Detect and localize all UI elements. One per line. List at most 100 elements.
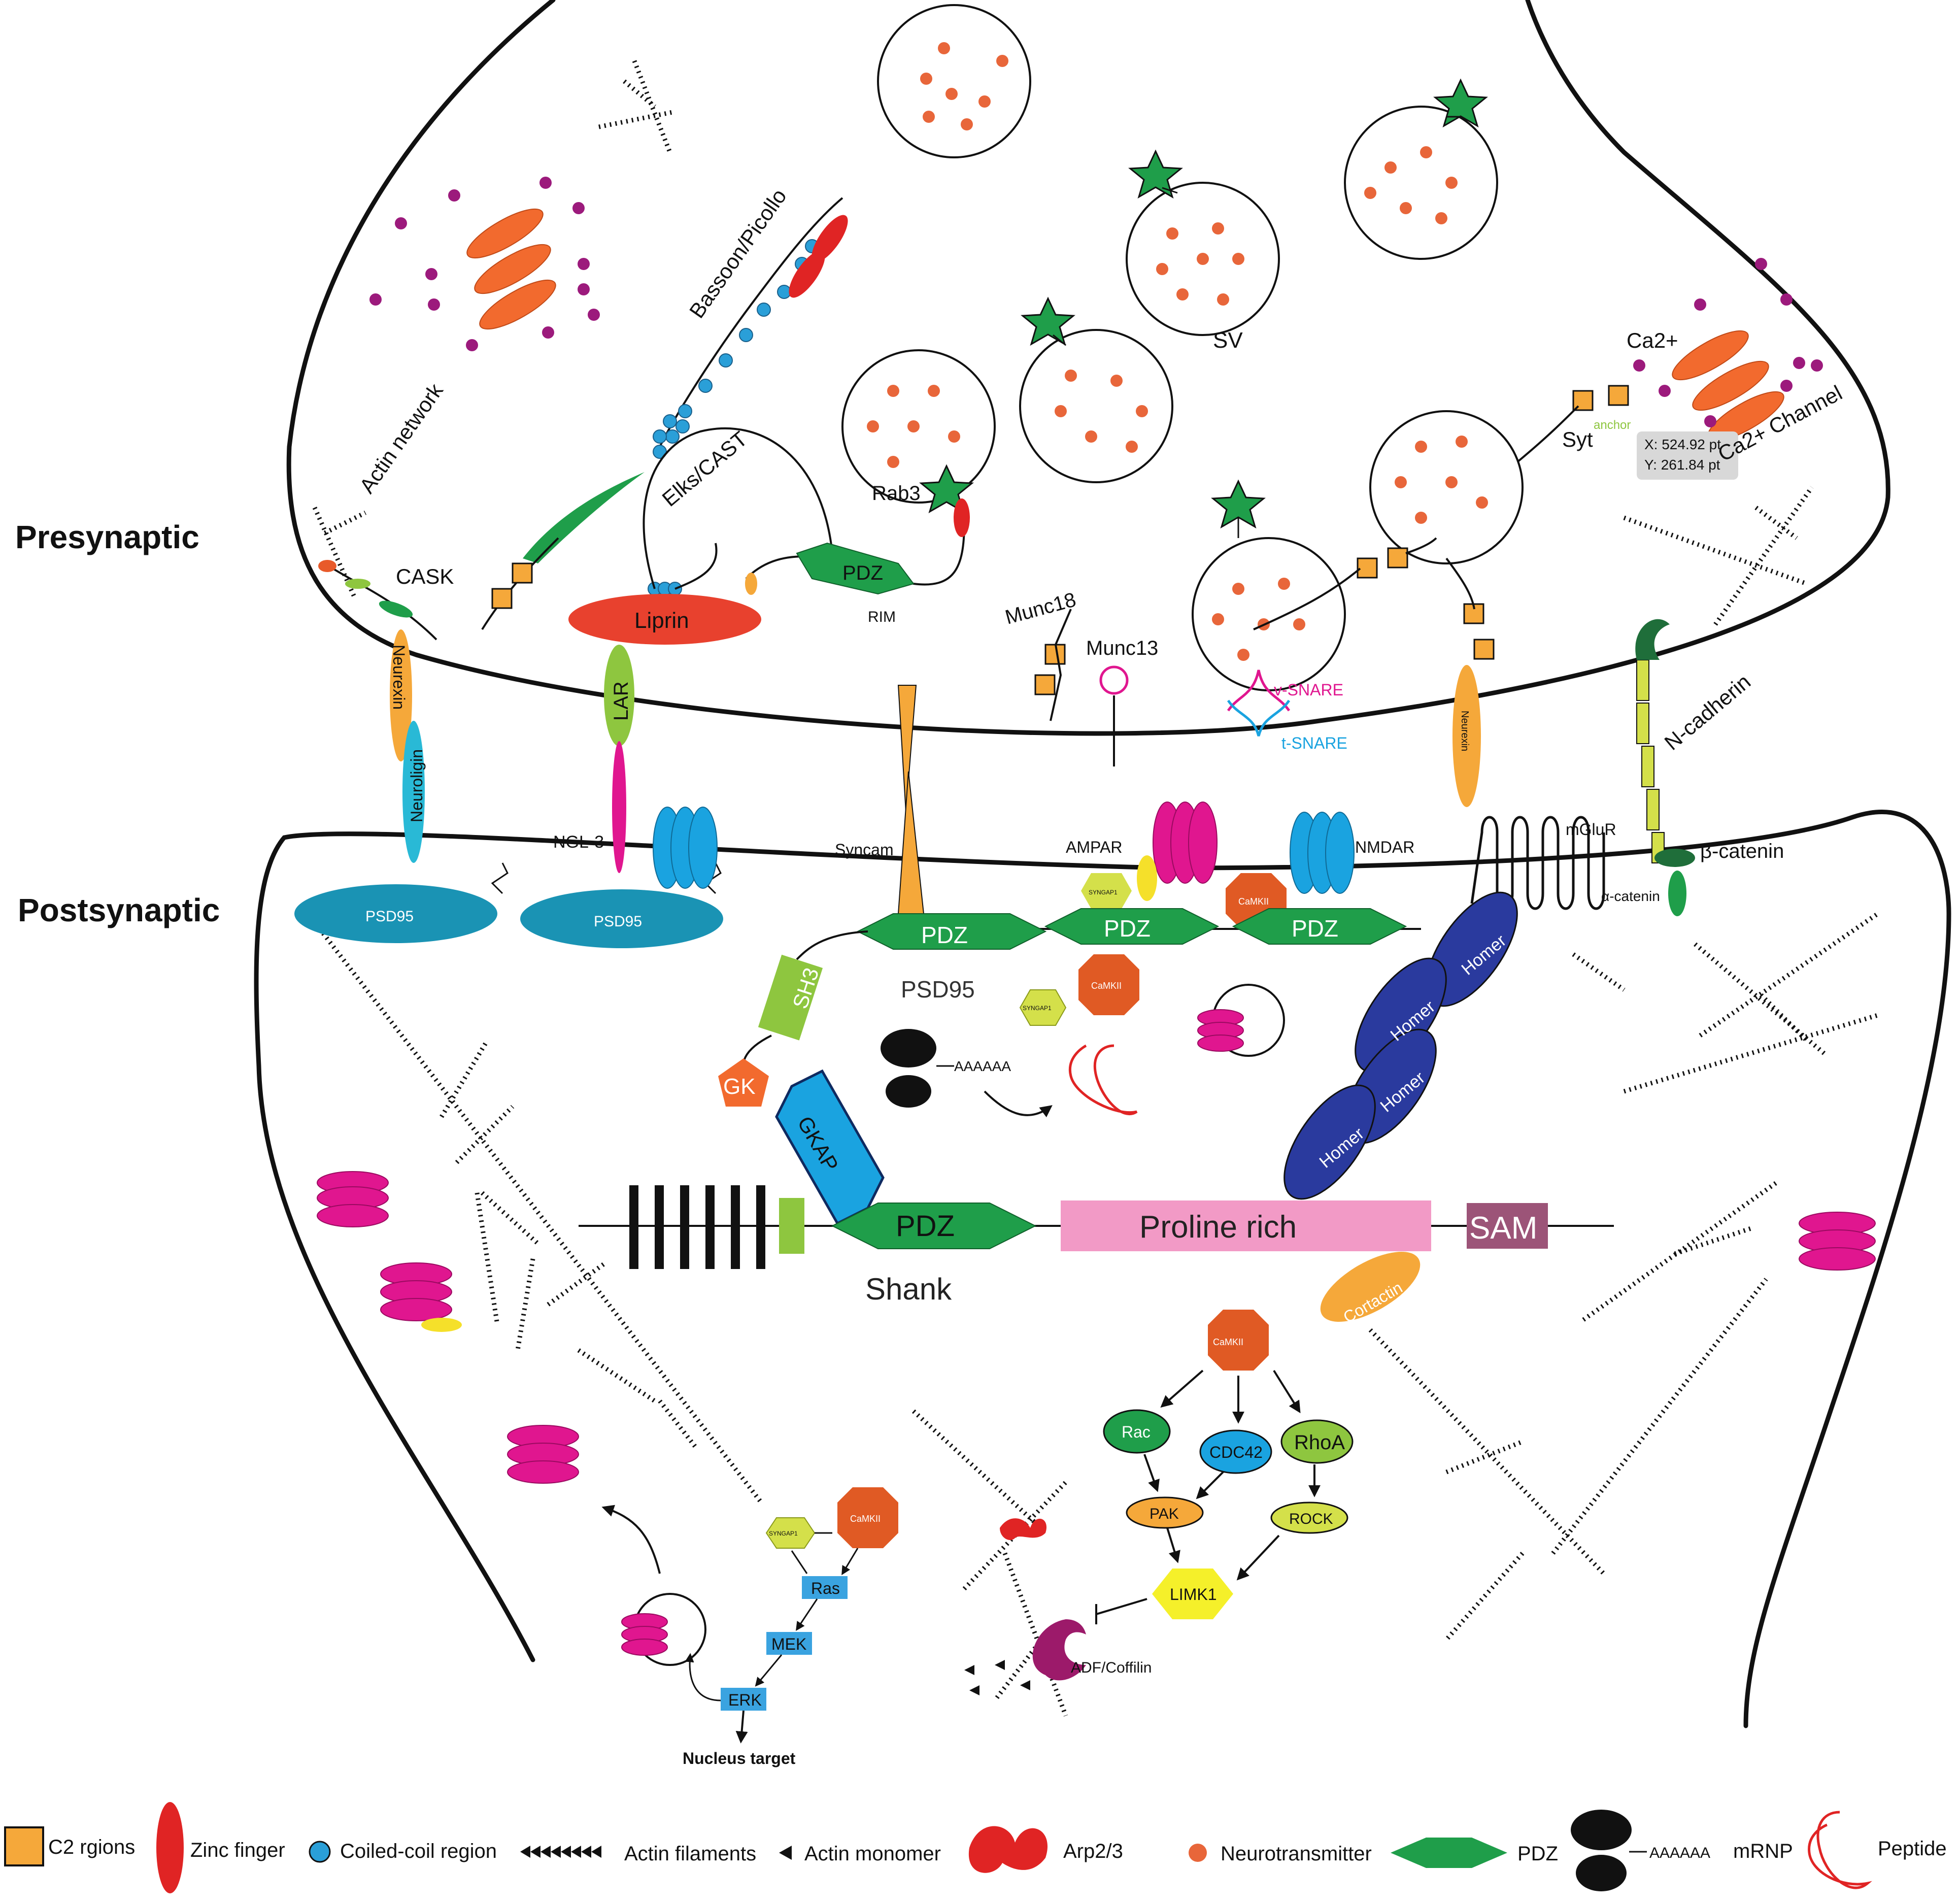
label-nucleus-target: Nucleus target	[683, 1749, 796, 1767]
label-bassoon: Bassoon/Picollo	[685, 184, 791, 322]
label-neurexin-right: Neurexin	[1459, 711, 1470, 751]
synaptic-vesicle-7	[1369, 410, 1524, 564]
label-syt: Syt	[1562, 427, 1593, 451]
ca2-ions-right	[1633, 258, 1823, 427]
syncam-pre	[897, 685, 917, 813]
label-camkii-pathway: CaMKII	[1213, 1337, 1243, 1347]
erk-node	[721, 1688, 766, 1711]
c2-domains	[491, 385, 1629, 695]
actin-filaments-post	[318, 912, 1879, 1717]
label-limk1: LIMK1	[1170, 1585, 1216, 1604]
label-presynaptic: Presynaptic	[15, 519, 199, 555]
pathway-arrows	[1095, 1370, 1321, 1624]
sh3-domain	[758, 954, 823, 1041]
label-postsynaptic: Postsynaptic	[18, 892, 220, 928]
shank-sam	[1467, 1203, 1548, 1249]
label-erk: ERK	[728, 1691, 762, 1709]
rim-pdz	[796, 542, 915, 595]
psd95-pdz-1	[856, 913, 1047, 950]
label-munc13: Munc13	[1086, 637, 1158, 659]
label-adf: ADF/Coffilin	[1071, 1659, 1152, 1676]
rac-node	[1103, 1409, 1171, 1454]
legend-nt-label: Neurotransmitter	[1221, 1843, 1372, 1865]
label-ca2: Ca2+	[1627, 328, 1678, 352]
label-mek: MEK	[771, 1635, 806, 1653]
label-anchor: anchor	[1594, 418, 1631, 432]
cleft-labels: Neurexin Neuroligin LAR NGL-3 Syncam Neu…	[390, 645, 1755, 859]
label-pdz-3: PDZ	[1292, 915, 1338, 942]
mek-node	[766, 1632, 812, 1655]
shank-ankyrin-repeats	[629, 1185, 765, 1269]
rock-node	[1270, 1501, 1348, 1534]
label-gk: GK	[723, 1074, 756, 1099]
rim-c2-orange	[745, 573, 757, 595]
arp23-post	[1000, 1518, 1047, 1540]
v-snare	[1227, 670, 1291, 712]
legend-nt-swatch	[1189, 1844, 1207, 1862]
legend-actin-monomer-swatch	[779, 1846, 792, 1860]
label-neuroligin: Neuroligin	[408, 749, 426, 822]
legend-coiled-label: Coiled-coil region	[340, 1840, 497, 1862]
region-labels: Presynaptic Postsynaptic	[15, 519, 220, 928]
legend-mrnp-tail: AAAAAA	[1649, 1845, 1710, 1861]
legend-c2-label: C2 rgions	[48, 1836, 135, 1858]
ca2-channel-left	[466, 208, 556, 330]
label-syngap-ras: SYNGAP1	[769, 1530, 798, 1537]
psd95-middle	[520, 889, 723, 948]
label-rhoa: RhoA	[1294, 1431, 1345, 1454]
cask-complex	[318, 560, 437, 641]
syngap-ras	[765, 1517, 816, 1549]
munc13-head	[1099, 665, 1129, 695]
mrnp-complex	[881, 1029, 954, 1108]
label-pdz-2: PDZ	[1104, 915, 1151, 942]
coordinate-x: X: 524.92 pt	[1644, 437, 1721, 452]
label-syngap-1: SYNGAP1	[1023, 1005, 1052, 1012]
cortactin	[1320, 1252, 1421, 1322]
legend-actin-filaments-label: Actin filaments	[624, 1843, 756, 1865]
legend-zinc-label: Zinc finger	[190, 1839, 285, 1861]
label-rim-pdz: PDZ	[842, 562, 883, 584]
beta-catenin	[1654, 849, 1695, 867]
legend-actin-monomer-label: Actin monomer	[804, 1843, 941, 1865]
psd95-pdz-3	[1232, 908, 1407, 945]
n-cadherin	[1636, 659, 1665, 863]
synaptic-vesicle-4	[1019, 329, 1173, 483]
label-sam: SAM	[1469, 1211, 1537, 1246]
elks-cast-loop	[643, 427, 833, 589]
munc18-chain	[1050, 609, 1072, 721]
camkii-1	[1078, 954, 1139, 1015]
postsynaptic-membrane	[254, 810, 1951, 1728]
gk-domain	[718, 1058, 769, 1107]
legend-mrnp-label: mRNP	[1733, 1840, 1793, 1862]
coordinate-tooltip	[1637, 431, 1738, 480]
shank-pdz	[831, 1203, 1037, 1249]
synaptic-vesicle-5	[841, 349, 996, 504]
ca2-ions-left	[369, 177, 600, 351]
legend-c2-swatch	[4, 1826, 44, 1866]
camkii-ras	[837, 1487, 898, 1548]
legend-peptide-label: Peptide	[1878, 1838, 1947, 1860]
homer-chain	[1283, 891, 1518, 1200]
label-lar: LAR	[610, 681, 632, 721]
ampar-vesicle-1	[1197, 1009, 1244, 1052]
label-syncam: Syncam	[835, 841, 894, 859]
lar-protein	[604, 645, 634, 746]
translation-arrow	[984, 1090, 1053, 1118]
legend-peptide-swatch	[1808, 1811, 1872, 1889]
synaptic-vesicle-2	[1126, 182, 1280, 336]
label-rac: Rac	[1122, 1423, 1151, 1441]
legend-mrnp-swatch	[1571, 1810, 1647, 1891]
label-camkii-ras: CaMKII	[850, 1514, 881, 1524]
label-rock: ROCK	[1289, 1511, 1333, 1527]
cdc42-node	[1199, 1429, 1272, 1474]
legend-labels: C2 rgions Zinc finger Coiled-coil region…	[48, 1836, 1947, 1865]
label-tsnare: t-SNARE	[1281, 734, 1347, 752]
alpha-catenin	[1668, 871, 1686, 916]
pak-node	[1126, 1496, 1204, 1529]
synaptic-vesicle-6	[1192, 537, 1346, 691]
shank-proline-rich	[1061, 1200, 1431, 1251]
label-munc18: Munc18	[1003, 588, 1078, 628]
label-rab3: Rab3	[872, 482, 921, 505]
label-pak: PAK	[1150, 1506, 1179, 1522]
